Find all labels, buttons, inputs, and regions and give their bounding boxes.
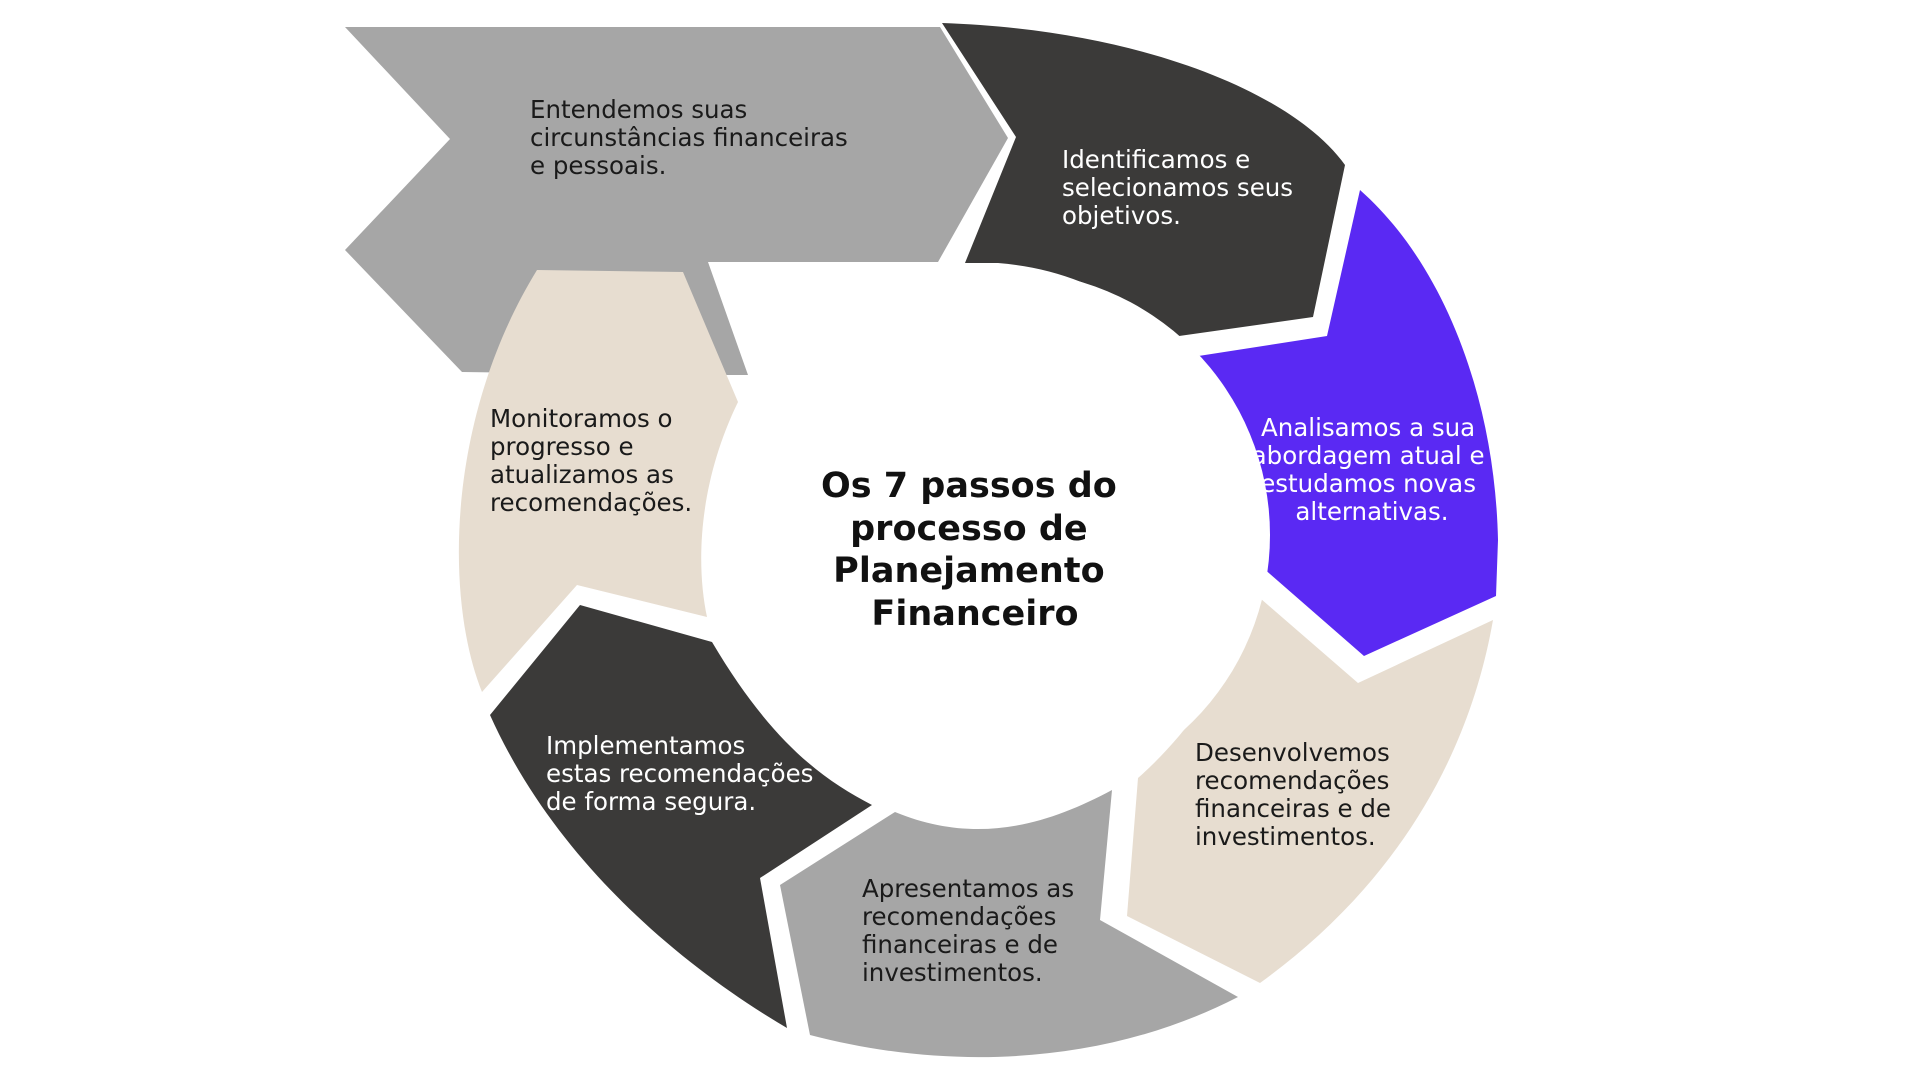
step-2-line: Identificamos e bbox=[1062, 145, 1250, 174]
step-5-line: Apresentamos as bbox=[862, 874, 1074, 903]
step-7-text: Monitoramos o progresso e atualizamos as… bbox=[490, 404, 692, 517]
step-2-text: Identificamos e selecionamos seus objeti… bbox=[1062, 145, 1301, 230]
step-3-line: estudamos novas bbox=[1260, 469, 1476, 498]
step-5-text: Apresentamos as recomendações financeira… bbox=[862, 874, 1082, 987]
step-7-line: atualizamos as bbox=[490, 460, 674, 489]
step-2-line: objetivos. bbox=[1062, 201, 1181, 230]
step-1-line: Entendemos suas bbox=[530, 95, 747, 124]
step-5-line: investimentos. bbox=[862, 958, 1043, 987]
step-7-line: progresso e bbox=[490, 432, 634, 461]
center-title-line: Financeiro bbox=[871, 594, 1078, 634]
step-3-line: alternativas. bbox=[1295, 497, 1448, 526]
step-1-line: circunstâncias financeiras bbox=[530, 123, 848, 152]
step-6-text: Implementamos estas recomendações de for… bbox=[546, 731, 821, 816]
step-4-line: Desenvolvemos bbox=[1195, 738, 1390, 767]
center-title-line: Os 7 passos do bbox=[821, 466, 1117, 506]
step-3-line: abordagem atual e bbox=[1252, 441, 1485, 470]
step-7-segment bbox=[458, 270, 738, 692]
step-5-segment bbox=[780, 790, 1238, 1058]
center-title: Os 7 passos do processo de Planejamento … bbox=[821, 466, 1129, 634]
step-6-segment bbox=[490, 605, 872, 1028]
step-3-text: Analisamos a sua abordagem atual e estud… bbox=[1252, 413, 1493, 526]
step-5-line: financeiras e de bbox=[862, 930, 1058, 959]
center-title-line: processo de bbox=[850, 509, 1088, 549]
step-4-text: Desenvolvemos recomendações financeiras … bbox=[1195, 738, 1399, 851]
step-5-line: recomendações bbox=[862, 902, 1056, 931]
step-1-line: e pessoais. bbox=[530, 151, 666, 180]
step-6-line: de forma segura. bbox=[546, 787, 756, 816]
step-4-line: investimentos. bbox=[1195, 822, 1376, 851]
step-3-line: Analisamos a sua bbox=[1261, 413, 1475, 442]
step-1-arrow-shape bbox=[345, 27, 1008, 375]
center-circle bbox=[742, 271, 1270, 799]
step-1-text: Entendemos suas circunstâncias financeir… bbox=[530, 95, 856, 180]
step-4-line: recomendações bbox=[1195, 766, 1389, 795]
step-4-line: financeiras e de bbox=[1195, 794, 1391, 823]
step-7-line: recomendações. bbox=[490, 488, 692, 517]
step-7-line: Monitoramos o bbox=[490, 404, 673, 433]
step-2-segment bbox=[942, 23, 1345, 337]
step-2-line: selecionamos seus bbox=[1062, 173, 1293, 202]
step-6-line: Implementamos bbox=[546, 731, 745, 760]
center-title-line: Planejamento bbox=[833, 551, 1104, 591]
step-6-line: estas recomendações bbox=[546, 759, 813, 788]
